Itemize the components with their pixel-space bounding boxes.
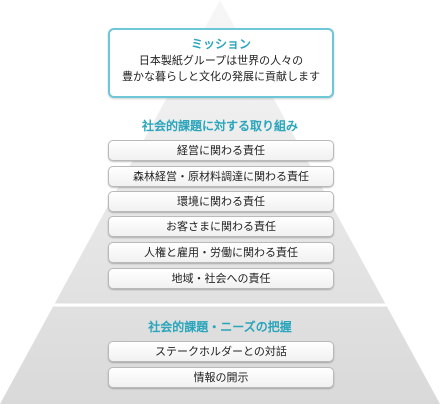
- mission-box: ミッション 日本製紙グループは世界の人々の 豊かな暮らしと文化の発展に貢献します: [108, 28, 334, 98]
- mission-line-1: 日本製紙グループは世界の人々の: [138, 54, 304, 67]
- item-information-disclosure: 情報の開示: [108, 367, 334, 388]
- item-human-rights-labor: 人権と雇用・労働に関わる責任: [108, 242, 334, 263]
- social-issues-title: 社会的課題に対する取り組み: [141, 119, 298, 133]
- item-community: 地域・社会への責任: [108, 268, 334, 289]
- item-environment: 環境に関わる責任: [108, 191, 334, 212]
- mission-title: ミッション: [190, 37, 251, 51]
- item-customers: お客さまに関わる責任: [108, 216, 334, 237]
- item-stakeholder-dialogue: ステークホルダーとの対話: [108, 341, 334, 362]
- mission-line-2: 豊かな暮らしと文化の発展に貢献します: [122, 70, 320, 83]
- item-forest-materials: 森林経営・原材料調達に関わる責任: [108, 166, 334, 187]
- needs-title: 社会的課題・ニーズの把握: [148, 320, 292, 334]
- item-management: 経営に関わる責任: [108, 140, 334, 161]
